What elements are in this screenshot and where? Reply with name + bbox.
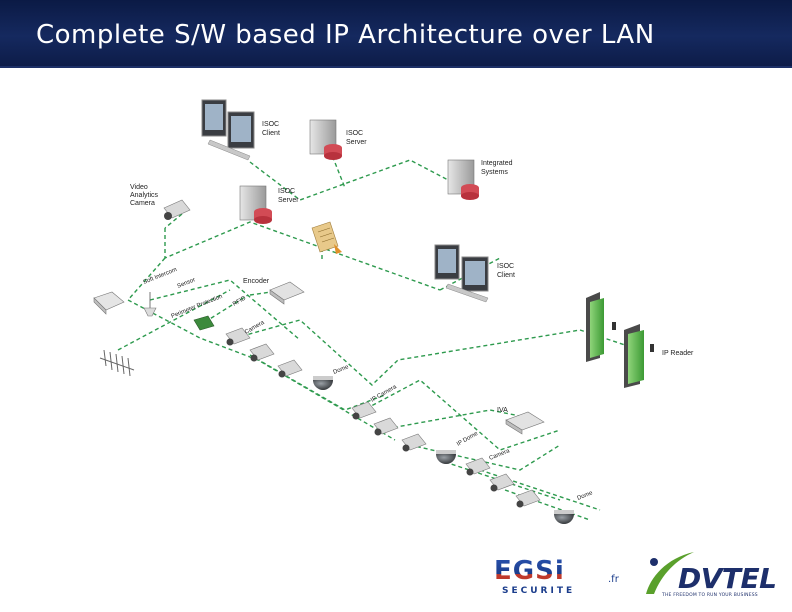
egsi-logo-domain: .fr (608, 574, 619, 585)
link-cam-row-5 (444, 461, 561, 501)
video-analytics-camera-icon (163, 199, 191, 220)
camera-icon (249, 343, 275, 362)
egsi-logo-subtitle: SECURITE (502, 586, 576, 596)
link-cam-row-3 (379, 409, 541, 431)
camera-icon (373, 417, 399, 436)
camera-icon (465, 457, 491, 476)
page-title: Complete S/W based IP Architecture over … (36, 20, 655, 50)
egsi-logo: EGSi .fr SECURITE (490, 556, 630, 600)
rfid-reader-icon (193, 315, 215, 331)
encoder-label: Encoder (243, 278, 270, 285)
isoc-client-workstation-right (434, 244, 489, 303)
cable-label-ip-dome: IP Dome (456, 431, 480, 448)
dvtel-swoosh-icon (646, 552, 694, 594)
access-door-icons (586, 292, 654, 388)
perimeter-fence-icon (99, 349, 135, 377)
dome-camera-icon (313, 376, 333, 390)
document-icon (311, 221, 342, 254)
cable-label-camera-2: Camera (489, 448, 512, 462)
camera-icon (401, 433, 427, 452)
dome-camera-icon (436, 450, 456, 464)
camera-icon (277, 359, 303, 378)
egsi-logo-wordmark: EGSi (494, 556, 565, 586)
door-icon (586, 292, 616, 362)
cable-label-sensor: Sensor (177, 277, 197, 290)
title-bar: Complete S/W based IP Architecture over … (0, 0, 792, 68)
isoc-server-top-icon (309, 119, 342, 160)
link-perimeter (117, 289, 231, 351)
link-isoc-client-right (439, 257, 501, 291)
network-links (117, 149, 641, 521)
camera-icon (489, 473, 515, 492)
cable-label-soft-intercom: Soft Intercom (143, 267, 178, 286)
sensor-icon (143, 292, 157, 317)
link-cam-row-2 (359, 379, 561, 451)
iva-icon (505, 411, 545, 435)
link-top-backbone (249, 159, 449, 201)
cable-label-dome-1: Dome (333, 364, 351, 376)
cable-label-dome-2: Dome (577, 490, 595, 502)
door-icon (624, 324, 654, 388)
cable-label-rfid: RFID (232, 295, 248, 308)
link-rfid (204, 294, 249, 323)
isoc-client-workstation-top (201, 99, 255, 161)
dvtel-logo: DVTEL THE FREEDOM TO RUN YOUR BUSINESS (640, 548, 788, 604)
encoder-icon (269, 281, 305, 305)
dome-camera-icon (554, 510, 574, 524)
link-sensors (149, 279, 301, 341)
intercom-panel-icon (93, 291, 125, 315)
dome-camera-icons (313, 376, 574, 524)
link-cameras-left (234, 319, 581, 386)
camera-icon (515, 489, 541, 508)
dvtel-logo-wordmark: DVTEL (678, 562, 777, 595)
dvtel-logo-tagline: THE FREEDOM TO RUN YOUR BUSINESS (662, 593, 758, 598)
cable-label-camera-1: Camera (244, 320, 266, 336)
iva-label: IVA (497, 407, 508, 414)
ip-reader-label: IP Reader (662, 350, 694, 357)
camera-icon (351, 401, 377, 420)
link-left-devices (126, 257, 396, 441)
link-mid-backbone (164, 221, 441, 291)
camera-icons (225, 327, 541, 508)
integrated-systems-icon (447, 159, 479, 200)
cable-label-perimeter-protection: Perimeter Protection (171, 294, 224, 320)
link-vac (164, 213, 183, 229)
camera-icon (225, 327, 251, 346)
isoc-server-mid-icon (239, 185, 272, 224)
